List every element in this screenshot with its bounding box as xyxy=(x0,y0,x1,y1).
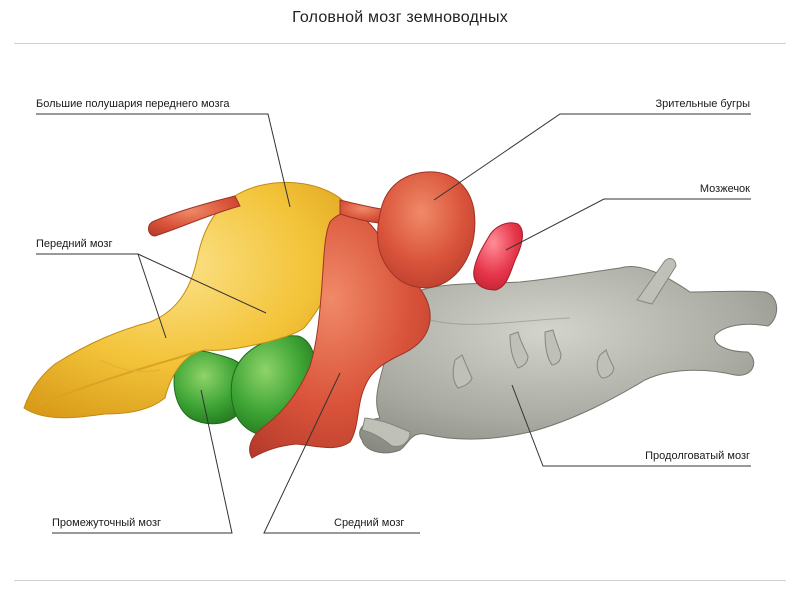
label-medulla: Продолговатый мозг xyxy=(645,450,750,463)
cerebellum xyxy=(474,223,523,290)
label-midbrain: Средний мозг xyxy=(334,517,404,530)
label-diencephalon: Промежуточный мозг xyxy=(52,517,161,530)
leader-cerebellum xyxy=(506,199,751,250)
label-cerebellum: Мозжечок xyxy=(700,183,750,196)
label-optic-lobes: Зрительные бугры xyxy=(656,98,750,111)
label-cerebral-hemispheres: Большие полушария переднего мозга xyxy=(36,98,229,111)
label-forebrain: Передний мозг xyxy=(36,238,112,251)
